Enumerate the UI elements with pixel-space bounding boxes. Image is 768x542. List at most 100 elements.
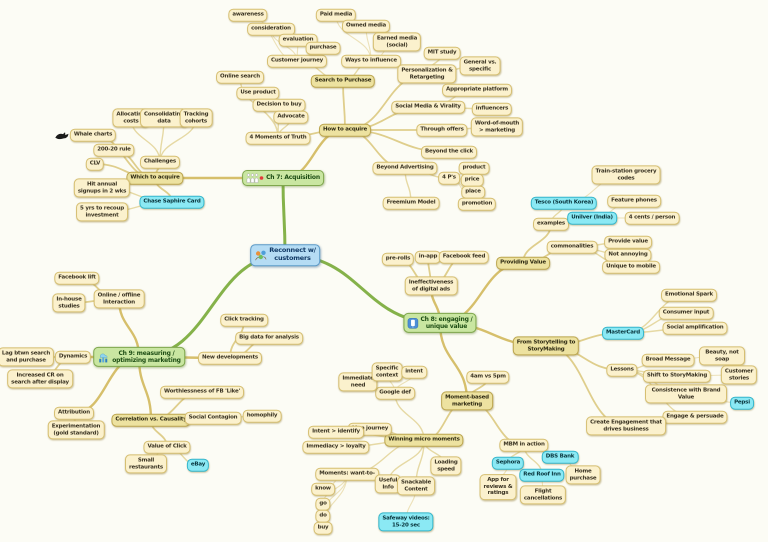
customer-stories-node[interactable]: Customer stories — [720, 365, 758, 385]
pre-rolls-node[interactable]: pre-rolls — [381, 252, 415, 266]
mastercard-node[interactable]: MasterCard — [602, 326, 644, 340]
beyond-click-node[interactable]: Beyond the click — [421, 145, 477, 159]
lessons-node[interactable]: Lessons — [606, 363, 638, 377]
intent-identify-node[interactable]: Intent > identify — [308, 425, 364, 439]
purchase-node[interactable]: purchase — [305, 41, 341, 55]
broad-message-node[interactable]: Broad Message — [641, 353, 695, 367]
earned-media-node[interactable]: Earned media (social) — [372, 32, 422, 52]
small-restaurants-node[interactable]: Small restaurants — [124, 454, 168, 474]
moments-want-to-node[interactable]: Moments: want-to- — [315, 467, 379, 481]
facebook-feed-node[interactable]: Facebook feed — [438, 250, 490, 264]
consistence-brand-node[interactable]: Consistence with Brand Value — [645, 384, 727, 404]
feature-phones-node[interactable]: Feature phones — [607, 194, 661, 208]
social-media-virality-node[interactable]: Social Media & Virality — [391, 100, 465, 114]
engage-persuade-node[interactable]: Engage & persuade — [662, 410, 728, 424]
snackable-node[interactable]: Snackable Content — [397, 476, 435, 496]
through-offers-node[interactable]: Through offers — [416, 123, 468, 137]
social-contagion-node[interactable]: Social Contagion — [184, 411, 242, 425]
consideration-node[interactable]: consideration — [247, 22, 295, 36]
specific-context-node[interactable]: Specific context — [371, 362, 403, 382]
clv-node[interactable]: CLV — [85, 157, 105, 171]
freemium-node[interactable]: Freemium Model — [382, 196, 440, 210]
app-reviews-node[interactable]: App for reviews & ratings — [479, 474, 517, 500]
rule-200-20-node[interactable]: 200-20 rule — [93, 143, 135, 157]
inhouse-studies-node[interactable]: In-house studies — [52, 293, 86, 313]
storytelling-node[interactable]: From Storytelling to StoryMaking — [512, 336, 580, 356]
product-node[interactable]: product — [458, 161, 490, 175]
hit-annual-node[interactable]: Hit annual signups in 2 wks — [73, 178, 131, 198]
safeway-node[interactable]: Safeway videos: 15-20 sec — [378, 512, 434, 532]
online-search-node[interactable]: Online search — [216, 70, 264, 84]
customer-journey-node[interactable]: Customer journey — [266, 54, 328, 68]
personalization-node[interactable]: Personalization & Retargeting — [397, 64, 457, 84]
loading-speed-node[interactable]: Loading speed — [430, 456, 462, 476]
paid-media-node[interactable]: Paid media — [315, 8, 357, 22]
correlation-causality-node[interactable]: Correlation vs. Causality — [111, 413, 191, 427]
influencers-node[interactable]: influencers — [471, 102, 513, 116]
beauty-not-soap-node[interactable]: Beauty, not soap — [699, 346, 745, 366]
owned-media-node[interactable]: Owned media — [341, 19, 391, 33]
buy-node[interactable]: buy — [313, 521, 333, 535]
four-am-five-node[interactable]: 4am vs 5pm — [466, 370, 510, 384]
train-station-node[interactable]: Train-station grocery codes — [591, 165, 661, 185]
social-amplification-node[interactable]: Social amplification — [662, 321, 728, 335]
general-specific-node[interactable]: General vs. specific — [459, 56, 501, 76]
value-of-click-node[interactable]: Value of Click — [143, 440, 191, 454]
how-to-acquire-node[interactable]: How to acquire — [318, 123, 372, 137]
immediate-need-node[interactable]: Immediate need — [338, 372, 378, 392]
ch9-node[interactable]: Ch 9: measuring / optimizing marketing — [93, 346, 185, 368]
sephora-node[interactable]: Sephora — [491, 456, 525, 470]
consumer-input-node[interactable]: Consumer input — [658, 306, 714, 320]
ch7-node[interactable]: Ch 7: Acquisition — [242, 170, 324, 186]
online-offline-node[interactable]: Online / offline Interaction — [93, 289, 145, 309]
four-cents-node[interactable]: 4 cents / person — [624, 211, 680, 225]
useful-info-node[interactable]: Useful Info — [374, 474, 402, 494]
click-tracking-node[interactable]: Click tracking — [220, 313, 268, 327]
place-node[interactable]: place — [461, 185, 485, 199]
go-node[interactable]: go — [315, 497, 331, 511]
beyond-advertising-node[interactable]: Beyond Advertising — [372, 161, 438, 175]
pepsi-node[interactable]: Pepsi — [730, 396, 754, 410]
providing-value-node[interactable]: Providing Value — [496, 256, 550, 270]
ch8-node[interactable]: Ch 8: engaging / unique value — [403, 312, 477, 334]
dbs-bank-node[interactable]: DBS Bank — [541, 450, 579, 464]
do-node[interactable]: do — [315, 509, 331, 523]
immediacy-loyalty-node[interactable]: Immediacy > loyalty — [302, 440, 370, 454]
big-data-node[interactable]: Big data for analysis — [235, 331, 303, 345]
not-annoying-node[interactable]: Not annoying — [604, 248, 652, 262]
unique-mobile-node[interactable]: Unique to mobile — [602, 260, 660, 274]
know-node[interactable]: know — [311, 482, 335, 496]
tracking-cohorts-node[interactable]: Tracking cohorts — [179, 108, 213, 128]
four-moments-node[interactable]: 4 Moments of Truth — [245, 131, 311, 145]
appropriate-platform-node[interactable]: Appropriate platform — [442, 83, 512, 97]
shift-storymaking-node[interactable]: Shift to StoryMaking — [642, 369, 712, 383]
homophily-node[interactable]: homophily — [242, 409, 282, 423]
price-node[interactable]: price — [460, 173, 484, 187]
increased-cr-node[interactable]: Increased CR on search after display — [7, 369, 73, 389]
mbm-node[interactable]: Moment-based marketing — [441, 391, 493, 411]
five-yrs-recoup-node[interactable]: 5 yrs to recoup investment — [76, 202, 128, 222]
unilver-node[interactable]: Unilver (India) — [567, 211, 617, 225]
four-ps-node[interactable]: 4 P's — [438, 171, 460, 185]
google-def-node[interactable]: Google def — [375, 386, 415, 400]
emotional-spark-node[interactable]: Emotional Spark — [661, 288, 717, 302]
examples-node[interactable]: examples — [533, 217, 569, 231]
ineffectiveness-node[interactable]: Ineffectiveness of digital ads — [404, 276, 458, 296]
winning-micro-node[interactable]: Winning micro moments — [384, 433, 464, 447]
dynamics-node[interactable]: Dynamics — [54, 350, 92, 364]
consolidating-data-node[interactable]: Consolidating data — [140, 108, 188, 128]
worthlessness-like-node[interactable]: Worthlessness of FB 'Like' — [160, 385, 244, 399]
intent-node[interactable]: intent — [401, 365, 427, 379]
attribution-node[interactable]: Attribution — [54, 406, 94, 420]
whale-charts-node[interactable]: Whale charts — [69, 128, 117, 142]
commonalities-node[interactable]: commonalities — [546, 240, 598, 254]
decision-buy-node[interactable]: Decision to buy — [252, 98, 306, 112]
flight-cancellations-node[interactable]: Flight cancellations — [519, 485, 567, 505]
provide-value-node[interactable]: Provide value — [604, 235, 652, 249]
facebook-lift-node[interactable]: Facebook lift — [54, 271, 100, 285]
experimentation-node[interactable]: Experimentation (gold standard) — [47, 420, 105, 440]
create-engagement-node[interactable]: Create Engagement that drives business — [586, 416, 666, 436]
new-developments-node[interactable]: New developments — [198, 351, 262, 365]
ways-influence-node[interactable]: Ways to influence — [341, 54, 401, 68]
